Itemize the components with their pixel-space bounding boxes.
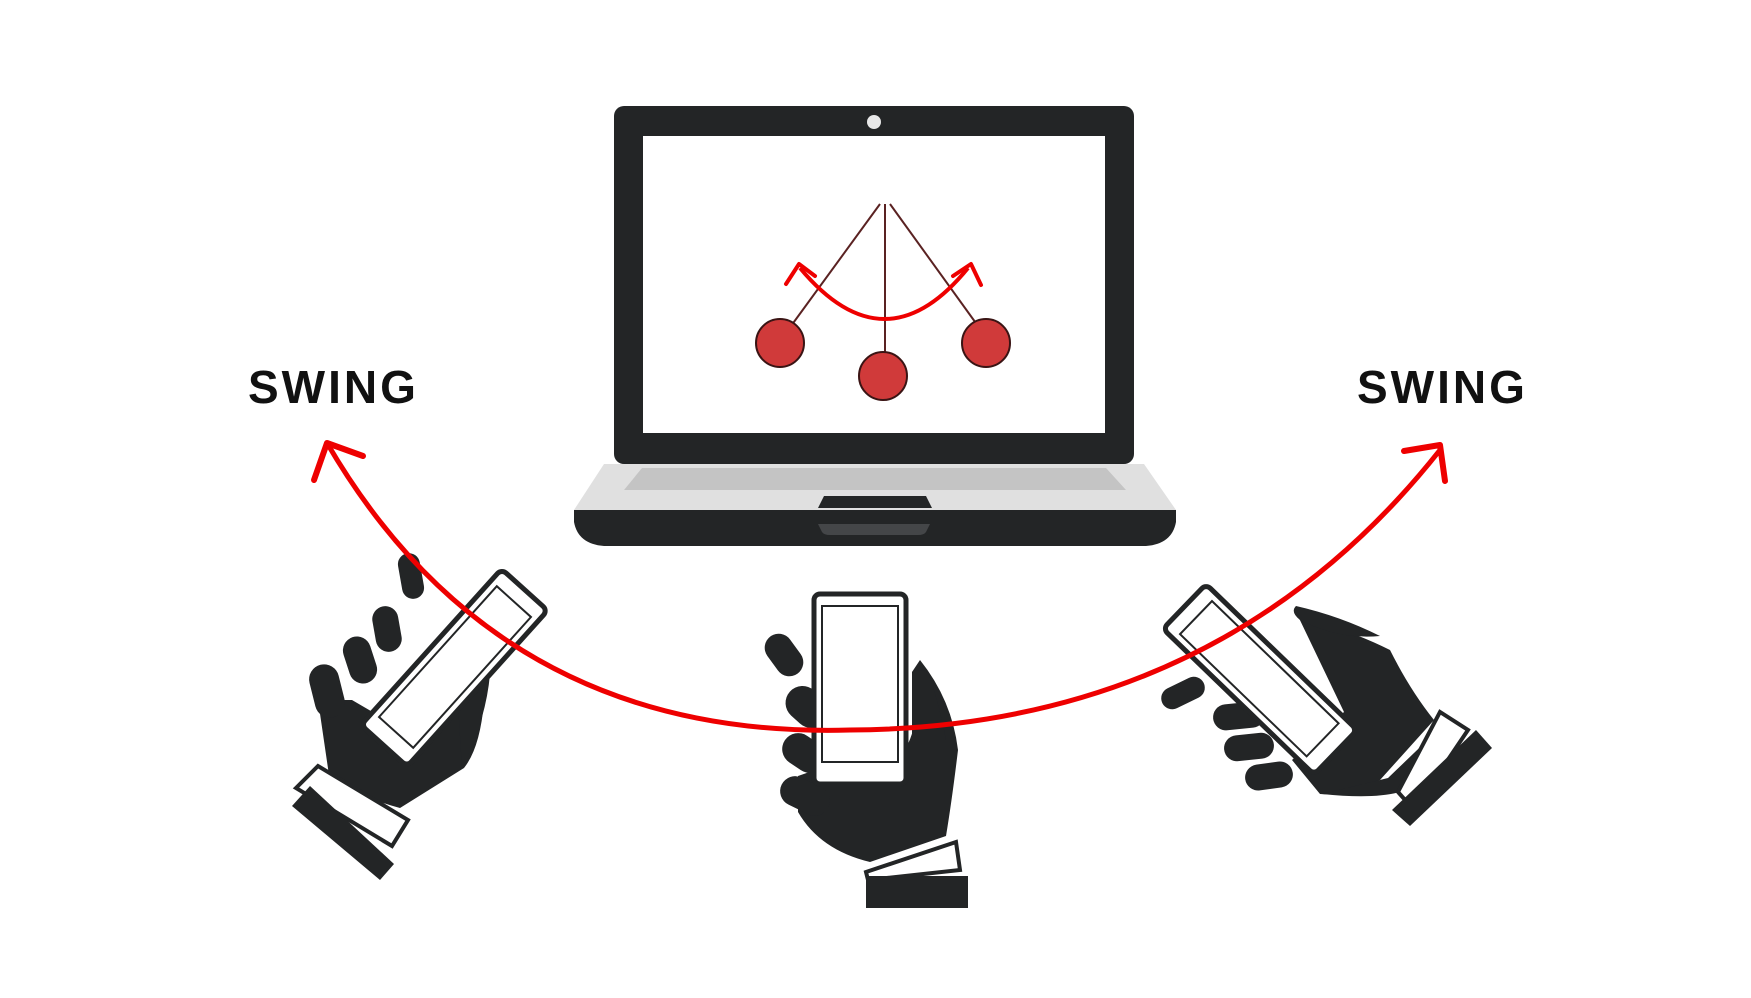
pendulum-string-right [889,203,979,327]
pendulum-string-left [790,203,881,327]
finger-3-left [342,636,378,684]
pendulum-ball-right [961,318,1011,368]
sleeve-left [292,786,394,880]
thumb-right [1293,606,1380,637]
hand-holding-phone-right [1161,584,1492,826]
pendulum-icon [755,203,1011,401]
swing-arc-curve [324,440,1443,733]
swing-label-left: SWING [248,361,419,413]
swing-arrowhead-left [311,440,366,483]
phone-screen-center [821,605,899,763]
phone-screen-left [377,584,533,750]
webcam-icon [867,115,881,129]
swing-arrowhead-right [1401,442,1448,484]
swing-arc [311,440,1448,733]
pendulum-arrowhead-left [784,262,817,286]
thumb-left [458,674,490,768]
sleeve-right [1392,730,1492,826]
hand-holding-phone-left [292,553,548,880]
laptop-icon [574,106,1176,546]
thumb-center [912,670,946,740]
finger-4-left [309,664,345,718]
laptop-keyboard-area [624,468,1126,490]
laptop-notch [818,524,930,535]
laptop-touchpad [818,496,932,508]
finger-1-right [1161,676,1205,710]
finger-4-right [1245,761,1293,791]
finger-3-right [1224,732,1274,762]
hand-holding-phone-center [764,591,968,908]
pendulum-ball-center [858,351,908,401]
pendulum-arrowhead-right [951,262,983,287]
cuff-left [292,763,411,849]
swing-label-right: SWING [1357,361,1528,413]
sleeve-center [866,876,968,908]
finger-1-center [764,633,804,677]
pendulum-ball-left [755,318,805,368]
pendulum-swing-arc [798,266,970,321]
phone-center [811,591,909,787]
phone-left [361,568,548,767]
finger-2-left [372,606,402,652]
